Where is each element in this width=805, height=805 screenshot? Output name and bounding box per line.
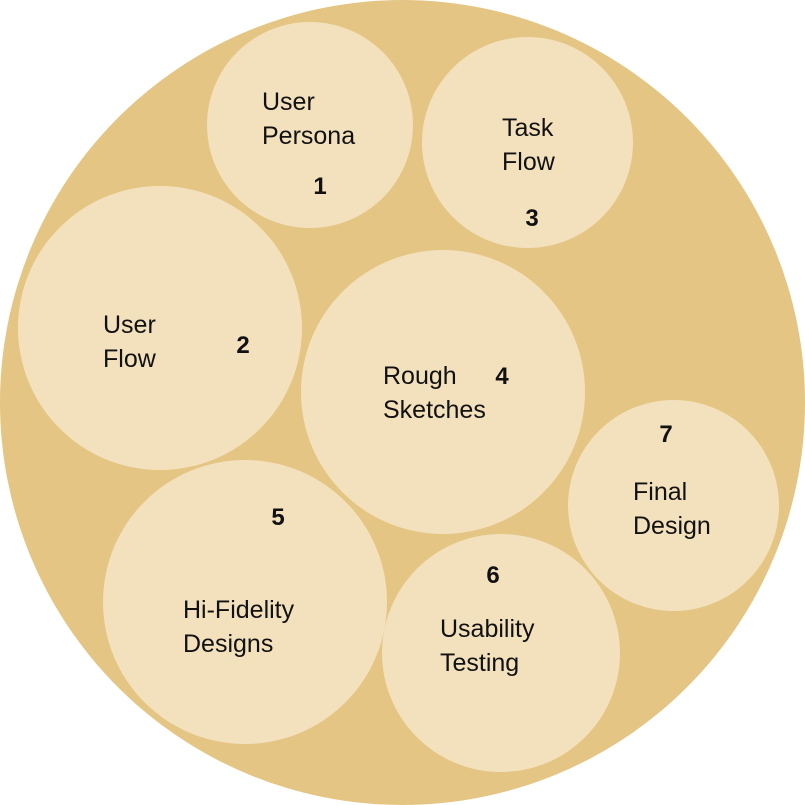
step-bubble-usability-testing: [382, 534, 620, 772]
step-label-line1: Final: [633, 478, 688, 506]
step-label-final-design: Final Design: [633, 475, 711, 543]
step-label-line2: Flow: [502, 148, 555, 176]
step-number-6: 6: [486, 562, 500, 589]
step-bubble-user-flow: [18, 186, 302, 470]
step-number-3: 3: [525, 205, 539, 232]
step-label-line2: Testing: [440, 649, 520, 677]
step-number-7: 7: [659, 421, 673, 448]
step-label-line1: Rough: [383, 362, 457, 390]
step-label-line2: Persona: [262, 122, 356, 150]
step-label-task-flow: Task Flow: [502, 111, 555, 179]
step-bubble-user-persona: [207, 22, 413, 228]
step-label-line1: Usability: [440, 615, 535, 643]
step-label-rough-sketches: Rough Sketches: [383, 359, 486, 427]
step-label-line1: User: [103, 311, 156, 339]
step-bubble-rough-sketches: [301, 250, 585, 534]
step-label-line1: Hi-Fidelity: [183, 596, 295, 624]
step-bubble-final-design: [568, 400, 779, 611]
step-number-1: 1: [313, 173, 327, 200]
step-bubble-hi-fidelity-designs: [103, 460, 387, 744]
step-number-2: 2: [236, 332, 250, 359]
step-bubble-task-flow: [422, 37, 633, 248]
step-number-4: 4: [495, 363, 509, 390]
step-label-user-persona: User Persona: [262, 85, 355, 153]
step-label-hi-fidelity-designs: Hi-Fidelity Designs: [183, 593, 294, 661]
step-label-line1: User: [262, 88, 315, 116]
step-label-line2: Sketches: [383, 396, 486, 424]
step-number-5: 5: [271, 504, 285, 531]
step-label-line2: Design: [633, 512, 711, 540]
step-label-line2: Flow: [103, 345, 156, 373]
step-label-line1: Task: [502, 114, 554, 142]
step-label-line2: Designs: [183, 630, 274, 658]
step-label-user-flow: User Flow: [103, 308, 156, 376]
step-label-usability-testing: Usability Testing: [440, 612, 534, 680]
